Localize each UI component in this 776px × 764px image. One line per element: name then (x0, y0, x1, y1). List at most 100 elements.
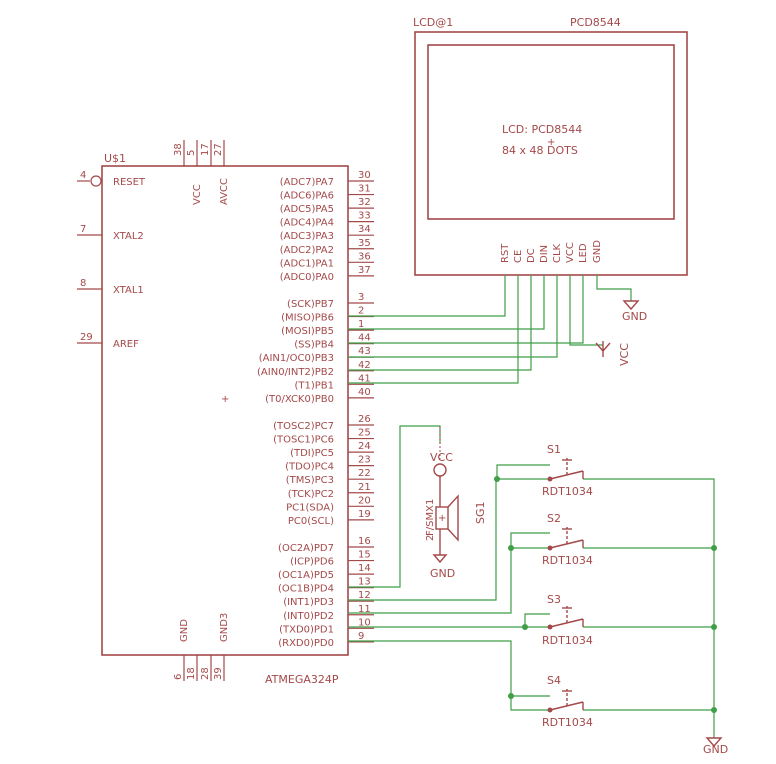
mcu-pin-label: (AIN0/INT2)PB2 (257, 367, 334, 378)
speaker-plus: + (438, 513, 446, 524)
mcu-pin-label: PC0(SCL) (288, 516, 334, 527)
mcu-pin-label: XTAL1 (113, 285, 144, 296)
switch-wires (348, 464, 717, 738)
mcu-pin-label: (T0/XCK0)PB0 (265, 394, 334, 405)
mcu-body (101, 165, 349, 656)
mcu-pin-number: 32 (358, 197, 371, 208)
mcu-pin-number: 42 (358, 360, 371, 371)
junction (508, 693, 514, 699)
mcu-pin-number: 34 (358, 224, 371, 235)
vcc-label-speaker: VCC (430, 451, 453, 464)
switch-s2: S2 RDT1034 (542, 512, 593, 567)
vcc-circle (433, 463, 447, 477)
lcd-pin-label: CE (513, 250, 524, 263)
mcu-pin-label: (ADC2)PA2 (280, 245, 334, 256)
mcu-pin-number: 39 (213, 667, 224, 680)
switch-name: S4 (547, 674, 561, 687)
mcu-pin-label: (ADC6)PA6 (280, 191, 334, 202)
wire-switch-rail (583, 478, 715, 738)
vcc-symbol-speaker: VCC (430, 451, 453, 477)
mcu-pin-number: 33 (358, 211, 371, 222)
mcu-pin-label: GND (179, 619, 190, 642)
mcu-pin-number: 27 (213, 143, 224, 156)
mcu-pin-number: 35 (358, 238, 371, 249)
mcu-pin-inverter (90, 175, 102, 187)
vcc-symbol-lcd: VCC (595, 341, 631, 366)
lcd-wires (348, 275, 632, 384)
mcu-pin-label: (TXD0)PD1 (279, 624, 334, 635)
mcu-pin-label: (RXD0)PD0 (278, 638, 334, 649)
mcu-pin-number: 41 (358, 373, 371, 384)
mcu-pin-number: 19 (358, 509, 371, 520)
switch-name: S3 (547, 593, 561, 606)
speaker-cone (447, 494, 459, 542)
mcu-pin-label: (ADC5)PA5 (280, 204, 334, 215)
mcu-pin-label: (SCK)PB7 (287, 299, 334, 310)
mcu-pin-number: 22 (358, 468, 371, 479)
mcu-pin-label: VCC (192, 184, 203, 205)
wire-s4-row (510, 696, 550, 711)
mcu-pin-number: 12 (358, 590, 371, 601)
vcc-arrow (595, 341, 611, 357)
mcu-pin-number: 40 (358, 387, 371, 398)
mcu-pin-label: GND3 (219, 613, 230, 642)
mcu-pin-label: (OC2A)PD7 (278, 543, 334, 554)
switch-s3: S3 RDT1034 (542, 593, 593, 647)
gnd-label-switches: GND (703, 743, 728, 756)
mcu-pin-number: 15 (358, 550, 371, 561)
wire-pd0-s4 (348, 640, 550, 697)
lcd-pin-label: RST (500, 243, 511, 263)
wire-rst-pb6 (348, 275, 506, 317)
lcd-pin-label: DIN (539, 245, 550, 263)
mcu-pin-number: 28 (200, 667, 211, 680)
junction (522, 624, 528, 630)
wire-ce-pb1 (348, 275, 519, 384)
mcu-symbol: U$1 ATMEGA324P + 4RESET7XTAL28XTAL129ARE… (77, 140, 374, 686)
mcu-pin-label: XTAL2 (113, 231, 144, 242)
mcu-pin-number: 8 (80, 278, 86, 289)
mcu-pin-label: PC1(SDA) (286, 502, 334, 513)
mcu-pin-label: (INT0)PD2 (283, 611, 334, 622)
mcu-pin-label: AVCC (219, 178, 230, 205)
mcu-pin-number: 5 (186, 150, 197, 156)
mcu-pin-label: AREF (113, 339, 139, 350)
mcu-pin-label: (MOSI)PB5 (281, 326, 334, 337)
mcu-pin-label: (OC1A)PD5 (278, 570, 334, 581)
mcu-pin-label: (ADC3)PA3 (280, 231, 334, 242)
gnd-symbol-lcd: GND (622, 300, 647, 323)
lcd-pin-label: GND (592, 240, 603, 263)
switch-s1: S1 RDT1034 (542, 443, 593, 498)
speaker-body (435, 506, 449, 530)
mcu-pin-number: 14 (358, 563, 371, 574)
wire-pd2-s2 (348, 532, 550, 614)
wire-led-pb4 (348, 275, 584, 344)
wire-pd1-s3 (348, 613, 550, 628)
mcu-pin-number: 38 (173, 143, 184, 156)
mcu-pin-label: (ADC1)PA1 (280, 258, 334, 269)
mcu-pin-number: 43 (358, 346, 371, 357)
mcu-name: U$1 (104, 152, 126, 165)
mcu-pin-number: 18 (186, 667, 197, 680)
mcu-pin-label: (TCK)PC2 (288, 489, 334, 500)
wire-din-pb5 (348, 275, 545, 330)
mcu-pin-label: RESET (113, 177, 146, 188)
mcu-origin-mark: + (221, 394, 229, 405)
mcu-pin-number: 10 (358, 617, 371, 628)
mcu-pin-number: 30 (358, 170, 371, 181)
mcu-pin-number: 1 (358, 319, 364, 330)
gnd-triangle (622, 300, 640, 311)
mcu-pin-number: 11 (358, 604, 371, 615)
gnd-triangle (705, 737, 723, 748)
wire-clk-pb3 (348, 275, 558, 358)
mcu-pin-number: 3 (358, 292, 364, 303)
mcu-pin-number: 7 (80, 224, 86, 235)
wire-gnd-lcd (596, 275, 632, 301)
junction (711, 624, 717, 630)
junction (508, 545, 514, 551)
gnd-label-speaker: GND (430, 567, 455, 580)
switch-value: RDT1034 (542, 485, 593, 498)
gnd-triangle (432, 554, 448, 564)
switch-value: RDT1034 (542, 634, 593, 647)
mcu-pin-number: 26 (358, 414, 371, 425)
